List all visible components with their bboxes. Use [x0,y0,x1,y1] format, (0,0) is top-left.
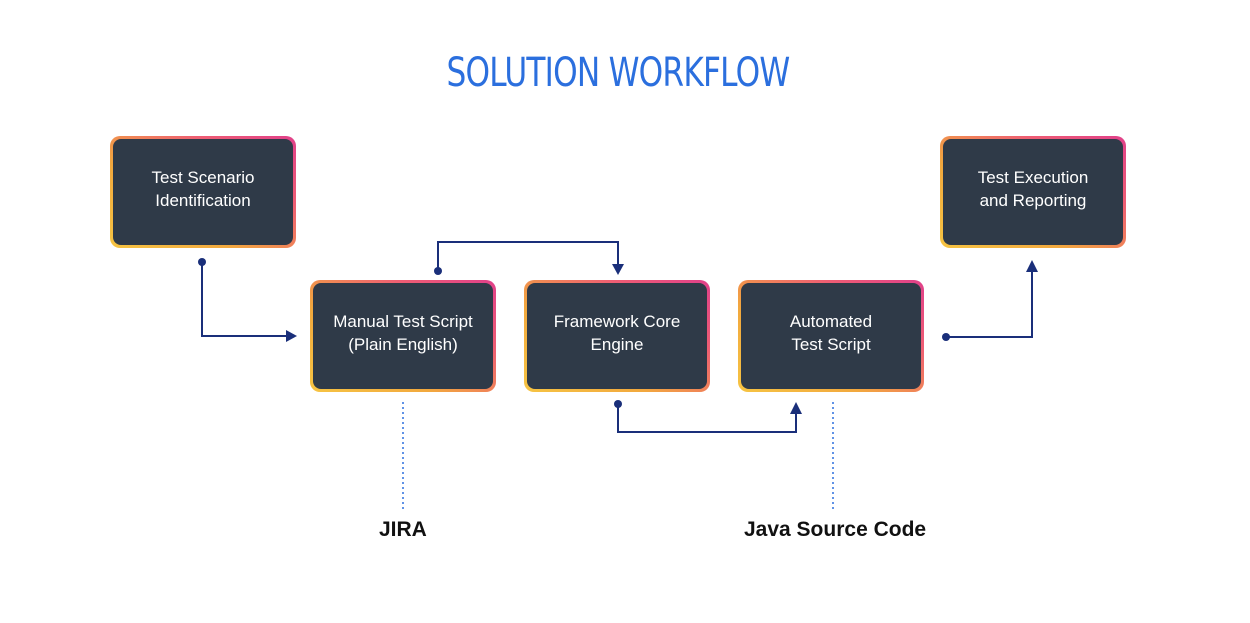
arrowhead-up-icon [1026,260,1038,272]
node-manual-test-script: Manual Test Script (Plain English) [310,280,496,392]
node-automated-test-script: Automated Test Script [738,280,924,392]
node-framework-core: Framework Core Engine [524,280,710,392]
node-label-line: Identification [155,191,251,210]
diagram-title: SOLUTION WORKFLOW [446,50,790,96]
connector-start-dot [614,400,622,408]
connector-start-dot [434,267,442,275]
node-label-line: Test Script [791,335,871,354]
connector-start-dot [198,258,206,266]
arrowhead-down-icon [612,264,624,275]
connector-manual-to-framework [437,241,619,271]
connector-framework-to-automated [617,404,797,433]
connector-automated-to-execution [946,272,1033,338]
node-label-line: Test Execution [977,168,1089,187]
connector-start-dot [942,333,950,341]
connector-scenario-to-manual [201,262,286,337]
arrowhead-up-icon [790,402,802,414]
node-label-line: Framework Core [553,312,681,331]
arrowhead-right-icon [286,330,297,342]
node-label-line: Automated [789,312,873,331]
label-java-source-code: Java Source Code [744,518,927,541]
node-test-execution: Test Execution and Reporting [940,136,1126,248]
label-jira: JIRA [379,518,427,541]
node-label-line: and Reporting [979,191,1087,210]
node-label-line: (Plain English) [348,335,458,354]
node-label-line: Manual Test Script [333,312,473,331]
node-test-scenario: Test Scenario Identification [110,136,296,248]
node-label-line: Test Scenario [151,168,255,187]
node-label-line: Engine [590,335,644,354]
